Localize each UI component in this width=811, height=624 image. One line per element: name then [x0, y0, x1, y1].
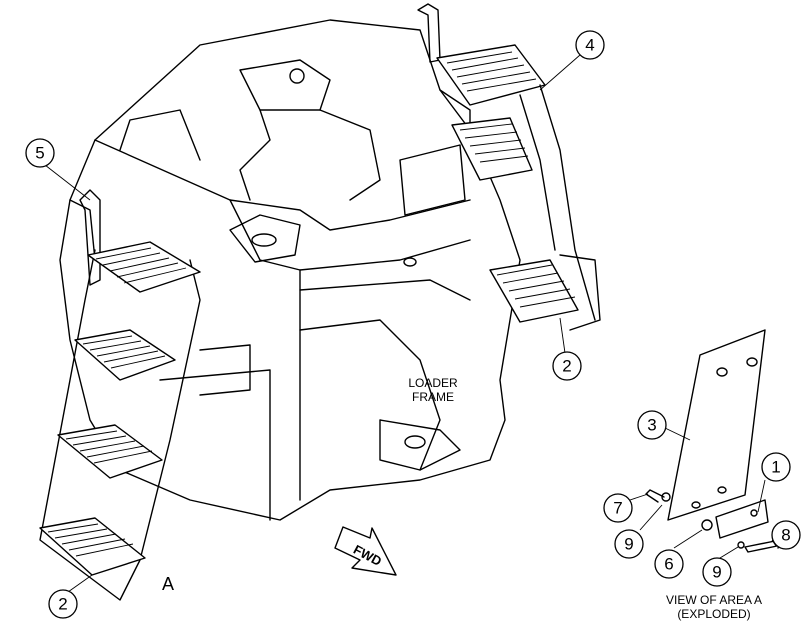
svg-text:8: 8 [781, 526, 790, 545]
svg-text:7: 7 [613, 499, 622, 518]
svg-text:6: 6 [664, 555, 673, 574]
svg-text:2: 2 [562, 357, 571, 376]
svg-text:4: 4 [585, 36, 594, 55]
svg-text:9: 9 [624, 535, 633, 554]
exploded-label: (EXPLODED) [677, 607, 750, 621]
svg-text:5: 5 [35, 144, 44, 163]
svg-text:2: 2 [58, 595, 67, 614]
callout-2-right: 2 [552, 351, 582, 381]
view-of-area-label: VIEW OF AREA A [666, 593, 762, 607]
callout-9-left: 9 [614, 529, 644, 559]
exploded-view-area-a [645, 329, 781, 553]
right-step-assembly [399, 3, 601, 331]
leader-lines [44, 54, 777, 593]
area-a-marker: A [162, 574, 174, 594]
svg-text:3: 3 [647, 416, 656, 435]
callout-1: 1 [761, 452, 791, 482]
left-step-assembly [39, 189, 251, 601]
callout-9-right: 9 [702, 557, 732, 587]
callout-3: 3 [637, 410, 667, 440]
svg-text:1: 1 [771, 458, 780, 477]
callout-5: 5 [25, 138, 55, 168]
callout-2-left: 2 [48, 589, 78, 619]
fwd-arrow [334, 526, 397, 576]
callout-6: 6 [654, 549, 684, 579]
loader-frame-label-line1: LOADER [408, 376, 458, 390]
svg-text:9: 9 [712, 563, 721, 582]
loader-frame-drawing [59, 19, 521, 521]
loader-frame-label-line2: FRAME [412, 390, 454, 404]
callout-8: 8 [771, 520, 801, 550]
callout-4: 4 [575, 30, 605, 60]
callout-7: 7 [603, 493, 633, 523]
